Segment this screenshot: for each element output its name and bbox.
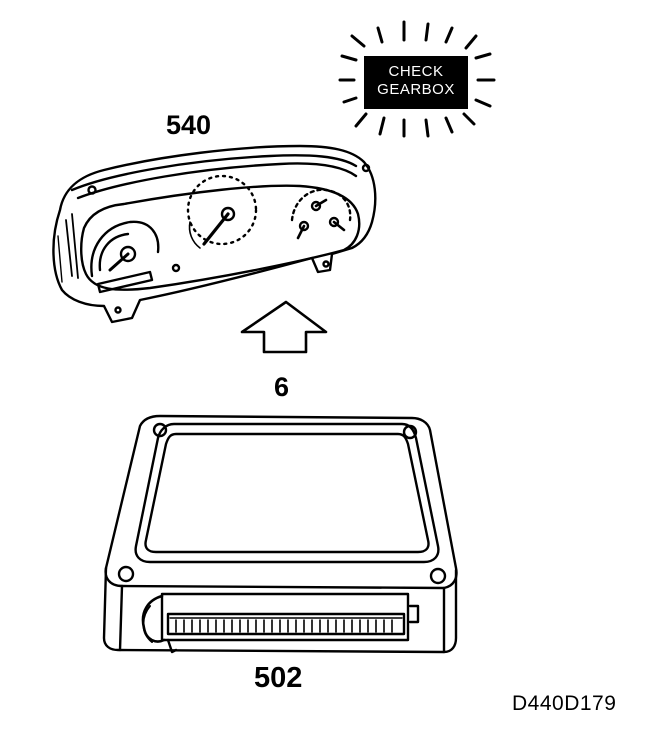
check-gearbox-warning-light: CHECK GEARBOX	[364, 56, 468, 109]
instrument-cluster	[52, 144, 377, 324]
warning-light-text-line1: CHECK	[388, 63, 444, 80]
instrument-cluster-label: 540	[166, 110, 212, 140]
figure-code: D440D179	[512, 692, 617, 715]
warning-light-text-line2: GEARBOX	[377, 81, 455, 98]
control-module	[102, 414, 458, 654]
signal-arrow	[240, 300, 328, 354]
control-module-label: 502	[254, 662, 303, 694]
signal-arrow-label: 6	[274, 372, 290, 402]
warning-light-rays	[338, 20, 496, 138]
